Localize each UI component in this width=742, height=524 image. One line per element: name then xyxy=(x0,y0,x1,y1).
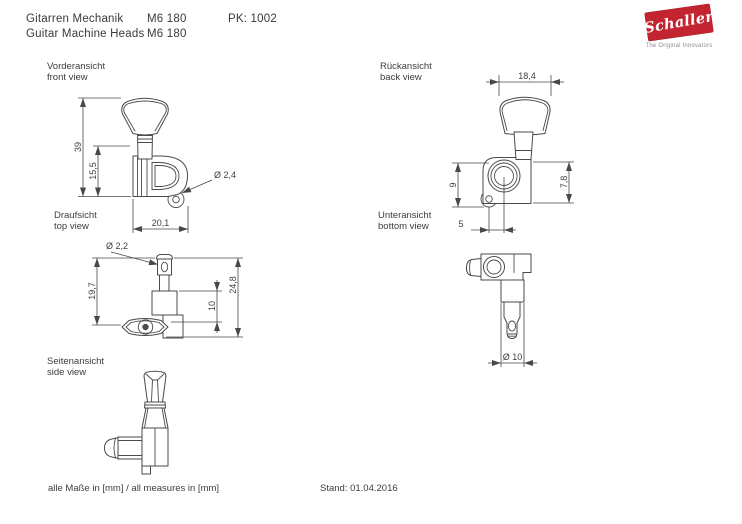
ear-screw-hole-back xyxy=(485,195,493,203)
top-view-drawing: Ø 2,2 19,7 10 24,8 xyxy=(87,241,243,339)
tuner-shaft xyxy=(137,131,153,160)
front-view-label: Vorderansicht front view xyxy=(47,61,106,83)
top-view-label: Draufsicht top view xyxy=(54,210,97,232)
bushing-bore xyxy=(494,166,514,186)
bushing-ring xyxy=(490,162,518,190)
post-tip-side xyxy=(104,437,119,459)
dim-front-housing-height: 15,5 xyxy=(88,162,98,180)
tuner-button-back xyxy=(499,96,551,136)
housing-tab-side xyxy=(141,465,151,475)
ear-screw-hole xyxy=(172,195,180,204)
mounting-ear xyxy=(167,191,185,208)
schaller-logo-wordmark: Schaller xyxy=(643,8,715,37)
front-view-drawing: 39 15,5 Ø 2,4 20,1 xyxy=(73,97,236,233)
button-screw xyxy=(142,323,149,331)
housing-cover-d-inner xyxy=(154,165,177,187)
bottom-view-label-en: bottom view xyxy=(378,220,429,232)
units-note: alle Maße in [mm] / all measures in [mm] xyxy=(48,483,220,494)
mounting-ear-back xyxy=(480,190,498,208)
header-title-en: Guitar Machine Heads xyxy=(26,28,145,40)
string-hole xyxy=(160,261,169,273)
button-edge-profile xyxy=(121,318,169,336)
schaller-logo-box: Schaller xyxy=(643,3,715,42)
top-view-label-de: Draufsicht xyxy=(54,210,97,221)
bottom-view-label-de: Unteransicht xyxy=(378,210,432,221)
top-view-label-en: top view xyxy=(54,220,89,232)
schaller-logo-tagline: The Original Innovators xyxy=(645,43,713,49)
housing-top-view xyxy=(162,314,184,339)
post-neck xyxy=(159,274,170,292)
back-view-label: Rückansicht back view xyxy=(380,61,432,83)
button-screw-ring xyxy=(137,319,154,335)
side-view-label-de: Seitenansicht xyxy=(47,356,105,367)
dim-back-right: 7,8 xyxy=(559,176,569,189)
dim-front-ear-hole-dia: Ø 2,4 xyxy=(214,170,236,180)
bushing-bottom-inner xyxy=(486,259,502,275)
front-view-label-en: front view xyxy=(47,71,88,83)
gear-housing xyxy=(132,155,188,197)
dim-front-housing-width: 20,1 xyxy=(152,218,170,228)
button-side-profile xyxy=(143,370,167,403)
housing-side-view xyxy=(141,427,169,467)
bushing-outer xyxy=(487,159,521,193)
dim-back-button-width: 18,4 xyxy=(518,71,536,81)
tuner-shaft-back xyxy=(513,131,534,160)
side-view-label-en: side view xyxy=(47,366,87,378)
header-title-de: Gitarren Mechanik xyxy=(26,13,124,25)
tuner-button xyxy=(121,97,169,136)
schaller-logo: Schaller The Original Innovators xyxy=(643,3,715,51)
housing-bottom-view xyxy=(480,253,532,281)
header-model-en: M6 180 xyxy=(147,28,187,40)
tuner-button-inner-contour xyxy=(123,100,167,132)
post-base xyxy=(151,290,178,316)
gear-housing-back xyxy=(482,157,532,204)
back-view-label-de: Rückansicht xyxy=(380,61,432,72)
button-collar-side xyxy=(144,401,166,409)
button-nub-bottom xyxy=(465,258,482,277)
string-post-side xyxy=(117,436,143,460)
back-view-label-en: back view xyxy=(380,71,422,83)
housing-cover-d-outer xyxy=(151,162,180,190)
button-edge-inner-contour xyxy=(125,320,165,334)
side-view-drawing xyxy=(104,370,169,475)
bottom-view-label: Unteransicht bottom view xyxy=(378,210,432,232)
revision-date: Stand: 01.04.2016 xyxy=(320,483,398,494)
dim-top-post-height: 19,7 xyxy=(87,282,97,300)
dim-back-offset: 5 xyxy=(458,219,463,229)
back-view-drawing: 18,4 9 7,8 5 xyxy=(448,71,574,233)
button-neck-side xyxy=(141,407,169,429)
dim-bottom-bushing-dia: Ø 10 xyxy=(503,352,523,362)
bottom-view-drawing: Ø 10 xyxy=(465,253,537,367)
dim-top-total-depth: 24,8 xyxy=(228,276,238,294)
string-post xyxy=(157,258,172,276)
front-view-label-de: Vorderansicht xyxy=(47,61,106,72)
bushing-bottom-outer xyxy=(483,256,505,278)
dim-front-total-height: 39 xyxy=(73,142,83,152)
dim-top-housing-depth: 10 xyxy=(207,301,217,311)
string-post-bottom xyxy=(503,301,521,339)
header-pk-number: PK: 1002 xyxy=(228,13,277,25)
post-base-bottom xyxy=(500,279,525,303)
string-post-cap xyxy=(156,254,173,260)
tuner-button-back-inner xyxy=(501,99,549,131)
string-hole-bottom xyxy=(507,320,517,332)
dim-top-post-hole-dia: Ø 2,2 xyxy=(106,241,128,251)
dim-back-left: 9 xyxy=(448,182,458,187)
side-view-label: Seitenansicht side view xyxy=(47,356,105,378)
header-model-de: M6 180 xyxy=(147,13,187,25)
